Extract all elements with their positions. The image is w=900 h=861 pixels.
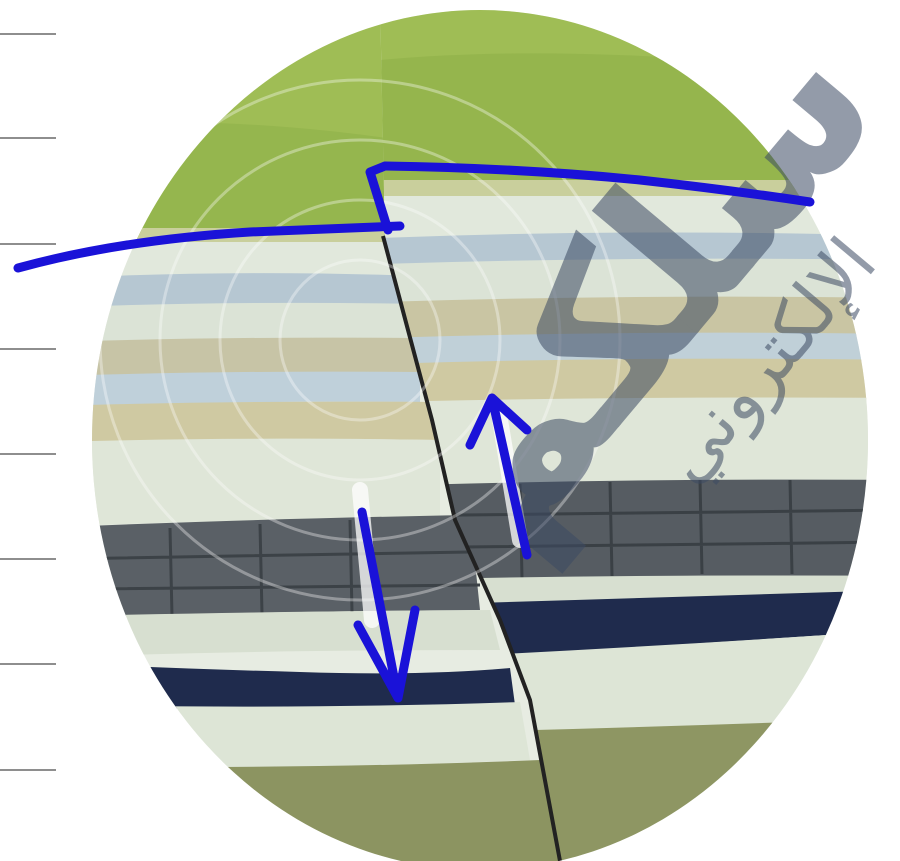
left-layer-light-5 [0, 702, 530, 768]
left-layer-olive [0, 760, 560, 861]
left-layer-dark-rock [0, 515, 480, 620]
